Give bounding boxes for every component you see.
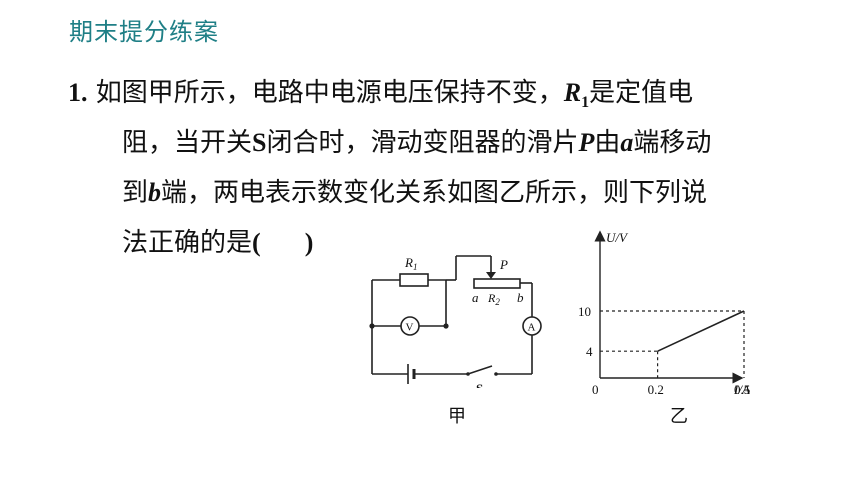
voltmeter-label: V	[406, 322, 414, 334]
question-line-3: 到b端，两电表示数变化关系如图乙所示，则下列说	[68, 168, 788, 218]
y-axis-label: U/V	[606, 230, 629, 245]
slider-arrow	[486, 272, 496, 279]
r1-resistor	[399, 273, 429, 287]
y-tick-label-1: 10	[578, 304, 591, 319]
series-line	[657, 310, 745, 352]
question-line-4: 法正确的是()	[68, 218, 788, 268]
r2-label-sub: 2	[495, 297, 500, 307]
r2-label: R2	[487, 291, 500, 307]
question-line1-text-b: 是定值电	[589, 78, 694, 108]
question-number-dot: .	[81, 78, 88, 107]
ammeter-label: A	[528, 322, 536, 334]
u-i-graph: 0.2 0.5 4 10 U/V I/A 0	[578, 230, 750, 397]
graph-caption: 乙	[670, 406, 688, 427]
question-line2-text-a: 阻，当开关	[122, 128, 253, 158]
page-header: 期末提分练案	[69, 18, 219, 46]
switch-symbol: S	[252, 128, 267, 157]
a-symbol: a	[620, 128, 634, 157]
question-line1-text-a: 如图甲所示，电路中电源电压保持不变，	[95, 78, 564, 108]
question-line4-text: 法正确的是	[122, 228, 253, 258]
r2-end-b: b	[517, 290, 524, 305]
x-tick-label-1: 0.5	[734, 382, 750, 397]
r1-subscript: 1	[581, 94, 590, 112]
question-line2-text-d: 端移动	[633, 128, 712, 158]
origin-label: 0	[592, 382, 599, 397]
question-line-2: 阻，当开关S闭合时，滑动变阻器的滑片P由a端移动	[68, 118, 788, 168]
question-line3-text-a: 到	[122, 178, 149, 208]
p-symbol: P	[578, 128, 595, 157]
r2-label-letter: R	[487, 291, 496, 305]
question-line2-text-b: 闭合时，滑动变阻器的滑片	[266, 128, 579, 158]
close-paren: )	[304, 228, 314, 257]
question-line3-text-b: 端，两电表示数变化关系如图乙所示，则下列说	[161, 178, 708, 208]
x-tick-label-0: 0.2	[648, 382, 664, 397]
r1-label-letter: R	[404, 255, 413, 270]
question-number: 1	[68, 78, 81, 107]
r1-symbol: R	[563, 78, 582, 107]
circuit-diagram: R1 P a R2 b V A S	[369, 255, 542, 388]
r1-label: R1	[404, 255, 417, 272]
r2-resistor	[473, 278, 521, 289]
question-line2-text-c: 由	[594, 128, 621, 158]
r1-label-sub: 1	[413, 262, 418, 272]
b-symbol: b	[148, 178, 162, 207]
slider-label: P	[499, 257, 508, 272]
question-line-1: 1. 如图甲所示，电路中电源电压保持不变，R1是定值电	[68, 68, 788, 118]
open-paren: (	[252, 228, 261, 257]
r2-end-a: a	[472, 290, 479, 305]
circuit-caption: 甲	[448, 406, 466, 427]
question-text: 1. 如图甲所示，电路中电源电压保持不变，R1是定值电 阻，当开关S闭合时，滑动…	[68, 68, 788, 268]
x-axis-label: I/A	[733, 382, 750, 397]
switch-label: S	[476, 381, 483, 388]
y-tick-label-0: 4	[586, 344, 593, 359]
